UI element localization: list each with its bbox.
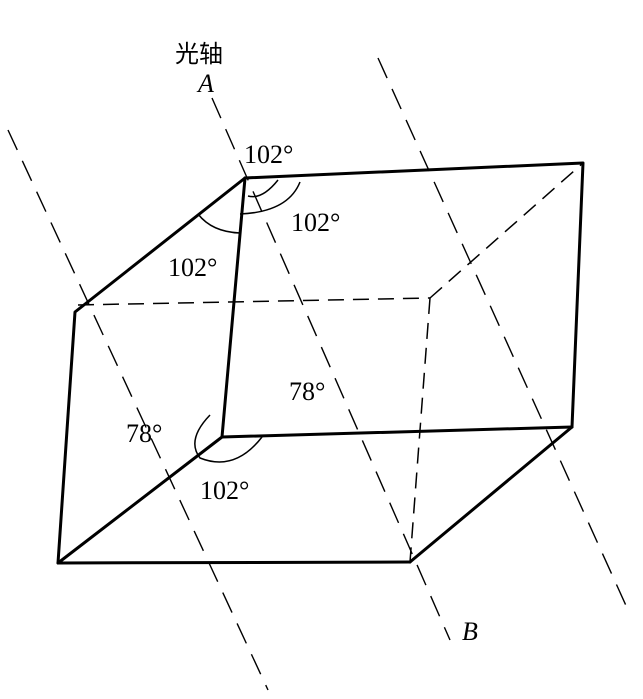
bottom-right-edge bbox=[408, 425, 574, 564]
angle-label-top-right: 102° bbox=[291, 208, 340, 237]
left-face-outline bbox=[56, 176, 412, 565]
hidden-edge-back-top bbox=[77, 297, 431, 306]
angle-arc-bottom bbox=[194, 414, 263, 463]
angle-arc-top bbox=[247, 179, 279, 198]
angle-label-left: 78° bbox=[126, 419, 162, 448]
visible-edges bbox=[56, 161, 585, 565]
angle-arcs bbox=[194, 179, 301, 463]
point-b-label: B bbox=[462, 617, 478, 646]
labels: 光轴 A B 102° 102° 102° 78° 78° 102° bbox=[126, 40, 478, 646]
hidden-edge-back-diag bbox=[429, 162, 584, 299]
optic-axis-line-left bbox=[7, 129, 269, 691]
optic-axis-label: 光轴 bbox=[175, 40, 223, 68]
optic-axis-lines bbox=[7, 57, 629, 691]
bottom-left-edge bbox=[56, 435, 224, 565]
angle-arc-top-right bbox=[239, 181, 301, 215]
point-a-label: A bbox=[196, 69, 214, 98]
angle-label-top: 102° bbox=[244, 140, 293, 169]
angle-arc-top-left bbox=[197, 213, 241, 234]
angle-label-top-left: 102° bbox=[168, 253, 217, 282]
front-vertical-edge bbox=[220, 176, 247, 439]
top-edge bbox=[243, 161, 585, 429]
angle-label-middle: 78° bbox=[289, 377, 325, 406]
optic-axis-line-right bbox=[377, 57, 629, 611]
angle-label-bottom: 102° bbox=[200, 476, 249, 505]
front-bottom-edge bbox=[220, 425, 574, 439]
